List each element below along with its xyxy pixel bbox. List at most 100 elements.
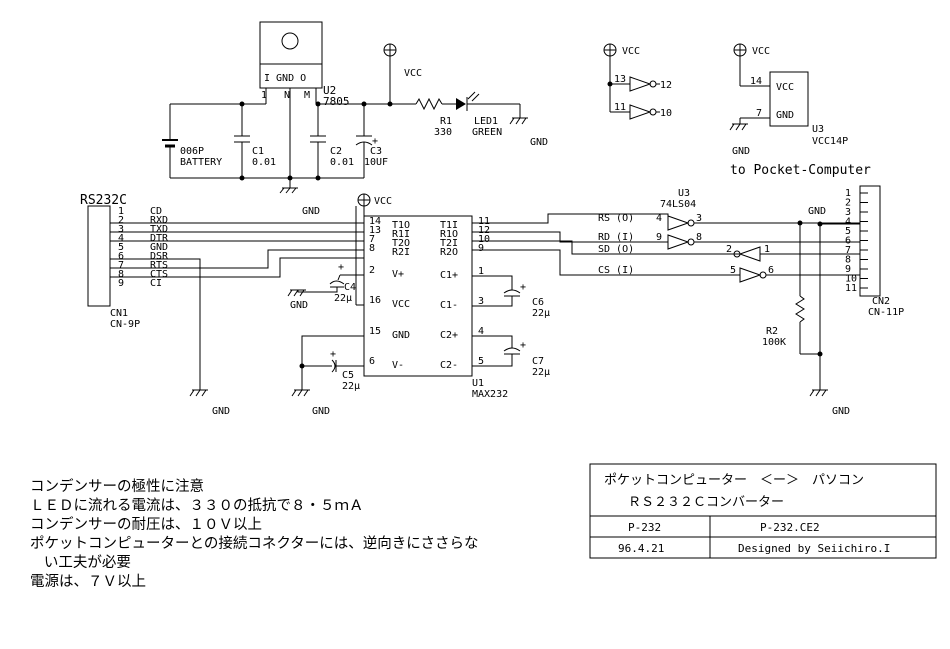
cn1-signal-name: DSR (150, 251, 169, 262)
cn1-pin-number: 3 (118, 224, 124, 235)
cn2-pin-number: 11 (845, 283, 857, 294)
inverter-pin-number: 4 (656, 213, 662, 224)
inverter-pin-number: 5 (730, 265, 736, 276)
u1-right-pin-number: 9 (478, 243, 484, 254)
u1-right-pin-number: 3 (478, 296, 484, 307)
u1-left-pin-number: 15 (369, 326, 381, 337)
cn2-pin-number: 1 (845, 188, 851, 199)
u3-74ls04-label: U3 74LS04 (660, 188, 696, 210)
cn1-pin-number: 4 (118, 233, 124, 244)
gnd-label-led: GND (530, 137, 548, 148)
u1-ref: U1 (472, 378, 484, 389)
u1-right-pin-name: C2+ (440, 330, 458, 341)
r2-value: 100K (762, 337, 786, 348)
u3-top-note: VCC14P (812, 136, 848, 147)
cn1-part: CN-9P (110, 319, 140, 330)
inverter-pin-number: 1 (764, 244, 770, 255)
r2-ref: R2 (766, 326, 778, 337)
svg-text:+: + (330, 349, 336, 360)
cn1-pin-number: 2 (118, 215, 124, 226)
note-item: い工夫が必要 (30, 555, 131, 571)
u1-left-pin-number: 6 (369, 356, 375, 367)
cn2-pin-number: 7 (845, 245, 851, 256)
gnd-label-c5: GND (312, 406, 330, 417)
title-block-designer: Designed by Seiichiro.I (738, 542, 890, 555)
cn1-pin-number: 7 (118, 260, 124, 271)
regulator-pin-mark-3: M (304, 90, 310, 101)
u3-spare-pin12: 12 (660, 80, 672, 91)
power-rails: VCC GND (169, 43, 422, 217)
u1-max232: U1 MAX232 (363, 215, 508, 400)
c2-value: 0.01 (330, 157, 354, 168)
u1-right-pin-number: 1 (478, 266, 484, 277)
u3-spare-pin13: 13 (614, 74, 626, 85)
regulator-u2: I GND O 1 N M U2 7805 (259, 21, 350, 186)
cn2-pin-number: 10 (845, 274, 857, 285)
capacitor-c6: + C6 22μ (472, 275, 550, 319)
cn1-connector: RS232C CN1 CN-9P (80, 193, 140, 330)
u1-left-pin-name: GND (392, 330, 410, 341)
cn2-pin-number: 8 (845, 255, 851, 266)
c1-value: 0.01 (252, 157, 276, 168)
led-ref: LED1 (474, 116, 498, 127)
u3-top-ref: U3 (812, 124, 824, 135)
gnd-label-power: GND (302, 206, 320, 217)
regulator-ref: U2 (323, 84, 336, 97)
cn2-pin-number: 6 (845, 236, 851, 247)
note-item: ポケットコンピューターとの接続コネクターには、逆向きにささらな (30, 536, 479, 552)
cn1-u1-wiring: GND (110, 222, 364, 417)
c1-ref: C1 (252, 146, 264, 157)
cn1-pin-number: 9 (118, 278, 124, 289)
u3-power-block: VCC VCC GND 14 7 GND U3 VCC14P (729, 43, 848, 157)
cn1-title: RS232C (80, 193, 127, 208)
u3-mid-part: 74LS04 (660, 199, 696, 210)
regulator-pin-labels: I GND O (264, 73, 306, 84)
title-block-title2: ＲＳ２３２Ｃコンバーター (628, 495, 784, 510)
c4-value: 22μ (334, 293, 352, 304)
u1-left-pin-number: 13 (369, 225, 381, 236)
svg-text:+: + (338, 262, 344, 273)
u1-right-pin-name: C1+ (440, 270, 458, 281)
u1-left-pin-name: V- (392, 360, 404, 371)
inverter-pin-number: 8 (696, 232, 702, 243)
u1-left-pin-number: 8 (369, 243, 375, 254)
u1-left-pin-name: T1O (392, 220, 410, 231)
cn1-signal-name: DTR (150, 233, 169, 244)
u1-right-pin-number: 10 (478, 234, 490, 245)
capacitor-c2: C2 0.01 (310, 104, 354, 178)
c7-value: 22μ (532, 367, 550, 378)
capacitor-c7: + C7 22μ (472, 335, 550, 378)
u1-left-pin-name: R2I (392, 247, 410, 258)
cn2-pin-number: 9 (845, 264, 851, 275)
cn2-pin-number: 4 (845, 217, 851, 228)
capacitor-c5: + GND C5 22μ (291, 335, 364, 417)
cn1-pin-number: 8 (118, 269, 124, 280)
capacitor-c3: + C3 10UF (355, 104, 388, 178)
u1-right-pin-number: 11 (478, 216, 490, 227)
design-notes: コンデンサーの極性に注意 ＬＥＤに流れる電流は、３３０の抵抗で８・５ｍＡ コンデ… (30, 478, 478, 592)
signal-name-label: CS (I) (598, 265, 634, 276)
pocket-computer-label: to Pocket-Computer (730, 163, 871, 178)
cn1-signal-name: RTS (150, 260, 168, 271)
u1-right-pin-name: C1- (440, 300, 458, 311)
svg-text:+: + (372, 136, 378, 147)
cn2-part: CN-11P (868, 307, 904, 318)
c5-value: 22μ (342, 381, 360, 392)
vcc-label-u1: VCC (374, 196, 392, 207)
vcc-label-u3: VCC (752, 46, 770, 57)
u3-gnd-pin-label: GND (776, 110, 794, 121)
cn1-signal-name: TXD (150, 224, 168, 235)
cn2-connector: CN2 CN-11P (859, 185, 904, 318)
regulator-pin-mark-1: 1 (261, 90, 267, 101)
title-block-file: P-232.CE2 (760, 521, 820, 534)
capacitor-c4: + GND C4 22μ (287, 262, 364, 311)
svg-text:+: + (520, 340, 526, 351)
u1-left-pin-number: 14 (369, 216, 381, 227)
note-item: ＬＥＤに流れる電流は、３３０の抵抗で８・５ｍＡ (30, 498, 364, 514)
inverter-pin-number: 3 (696, 213, 702, 224)
c4-ref: C4 (344, 282, 356, 293)
cn2-pin-number: 3 (845, 207, 851, 218)
